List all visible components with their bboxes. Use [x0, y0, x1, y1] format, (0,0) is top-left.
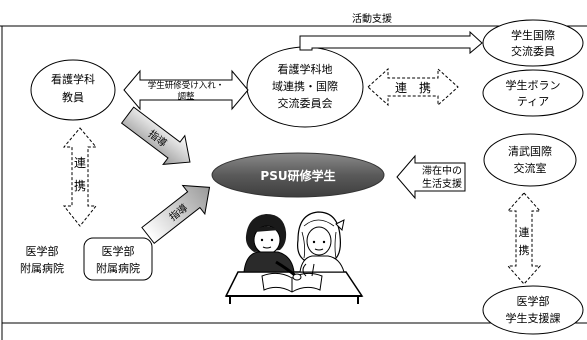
node-kango-kyoin-line1: 看護学科 — [51, 72, 95, 86]
node-kango-iinkai-line2: 域連携・国際 — [272, 79, 338, 93]
node-seibu-kokusai-line2: 交流室 — [514, 161, 547, 175]
arrow-shido-lower: 指導 — [141, 184, 211, 244]
node-gakusei-kokusai: 学生国際 交流委員 — [482, 19, 584, 67]
node-fuzoku-byoin-box-line2: 附属病院 — [96, 261, 140, 275]
node-fuzoku-byoin-box-line1: 医学部 — [102, 244, 135, 258]
label-taizai-shien-line2: 生活支援 — [422, 177, 462, 190]
node-seibu-kokusai-line1: 清武国際 — [508, 145, 552, 158]
label-ukeire-chosei-line2: 調整 — [177, 91, 195, 102]
students-studying-illustration — [224, 211, 364, 304]
arrow-ukeire-chosei: 学生研修受け入れ・ 調整 — [123, 69, 249, 111]
arrow-renkei-vertical-right: 連 携 — [506, 192, 542, 285]
node-seibu-kokusai: 清武国際 交流室 — [483, 133, 577, 187]
node-kango-iinkai-line3: 交流委員会 — [278, 96, 333, 110]
node-gakusei-kokusai-line2: 交流委員 — [511, 44, 555, 58]
label-renkei-vertical-left-2: 携 — [74, 178, 86, 193]
arrow-renkei-vertical-left: 連 携 — [62, 127, 98, 227]
node-gakusei-volunteer: 学生ボラン ティア — [482, 69, 584, 117]
node-kango-kyoin: 看護学科 教員 — [30, 59, 116, 121]
node-kango-iinkai: 看護学科地 域連携・国際 交流委員会 — [246, 46, 364, 128]
arrow-katsudo-shien: 活動支援 — [299, 12, 483, 55]
label-renkei-vertical-right-2: 携 — [519, 243, 530, 257]
arrow-renkei-horizontal: 連 携 — [367, 67, 459, 107]
node-gakusei-shien-line1: 医学部 — [517, 294, 550, 308]
node-psu-student: PSU研修学生 — [211, 152, 385, 198]
label-renkei-horizontal: 連 携 — [395, 80, 431, 95]
arrow-shido-upper: 指導 — [120, 106, 191, 166]
node-fuzoku-byoin-label-line2: 附属病院 — [20, 261, 64, 275]
node-fuzoku-byoin-label: 医学部 附属病院 — [20, 244, 64, 275]
node-kango-kyoin-line2: 教員 — [62, 91, 84, 104]
node-psu-student-label: PSU研修学生 — [260, 168, 335, 183]
node-gakusei-shien-line2: 学生支援課 — [506, 311, 561, 325]
label-renkei-vertical-right-1: 連 — [519, 225, 530, 239]
node-fuzoku-byoin-label-line1: 医学部 — [26, 244, 59, 258]
node-kango-iinkai-line1: 看護学科地 — [278, 62, 333, 76]
node-gakusei-shien: 医学部 学生支援課 — [482, 285, 584, 335]
node-gakusei-volunteer-line1: 学生ボラン — [506, 78, 561, 92]
node-gakusei-volunteer-line2: ティア — [517, 95, 549, 108]
label-ukeire-chosei-line1: 学生研修受け入れ・ — [148, 80, 225, 91]
arrow-taizai-shien: 滞在中の 生活支援 — [396, 154, 466, 200]
label-katsudo-shien: 活動支援 — [352, 12, 392, 25]
label-taizai-shien-line1: 滞在中の — [422, 164, 462, 177]
node-gakusei-kokusai-line1: 学生国際 — [511, 28, 555, 42]
node-fuzoku-byoin-box: 医学部 附属病院 — [83, 237, 153, 281]
label-renkei-vertical-left-1: 連 — [74, 156, 86, 170]
